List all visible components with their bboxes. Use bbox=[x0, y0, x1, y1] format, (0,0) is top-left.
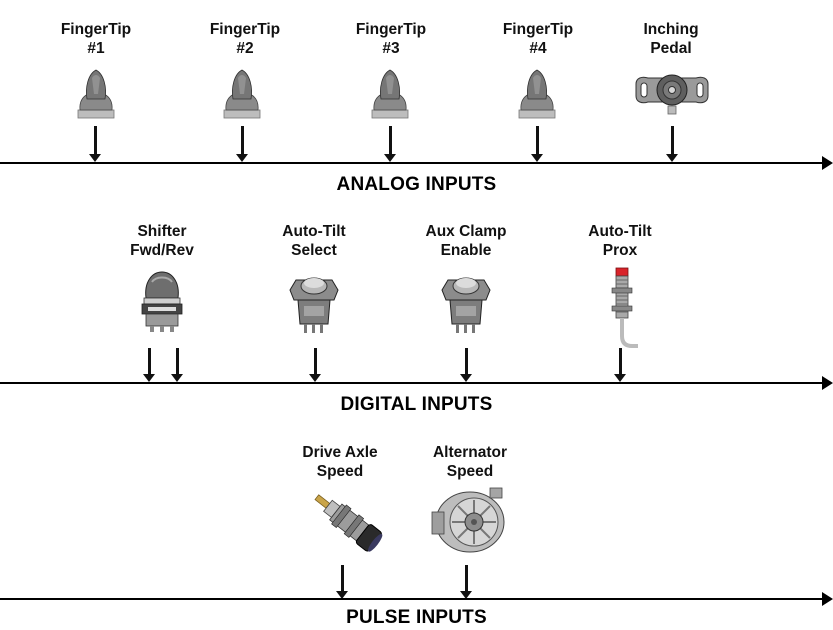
signal-arrow bbox=[460, 348, 472, 382]
signal-arrow bbox=[89, 126, 101, 162]
pulse-bus-arrowhead bbox=[822, 592, 833, 606]
fingertip-joystick-icon bbox=[370, 66, 410, 122]
fingertip-joystick-icon bbox=[76, 66, 116, 122]
alternator-speed-label: Alternator Speed bbox=[432, 444, 508, 480]
signal-arrow bbox=[460, 565, 472, 599]
fingertip-4-label: FingerTip #4 bbox=[502, 21, 574, 57]
pushbutton-switch-icon bbox=[284, 272, 344, 340]
pushbutton-switch-icon bbox=[436, 272, 496, 340]
analog-bus-line bbox=[0, 162, 824, 164]
auto-tilt-select-label: Auto-Tilt Select bbox=[282, 223, 346, 259]
fingertip-joystick-icon bbox=[517, 66, 557, 122]
signal-arrow bbox=[336, 565, 348, 599]
aux-clamp-enable-label: Aux Clamp Enable bbox=[425, 223, 507, 259]
signal-arrow bbox=[666, 126, 678, 162]
shifter-label: Shifter Fwd/Rev bbox=[130, 223, 194, 259]
fingertip-joystick-icon bbox=[222, 66, 262, 122]
pulse-inputs-title: PULSE INPUTS bbox=[346, 607, 487, 628]
inching-pedal-sensor-icon bbox=[632, 70, 712, 122]
analog-bus-arrowhead bbox=[822, 156, 833, 170]
fingertip-2-label: FingerTip #2 bbox=[209, 21, 281, 57]
fingertip-3-label: FingerTip #3 bbox=[355, 21, 427, 57]
pulse-bus-line bbox=[0, 598, 824, 600]
signal-arrow bbox=[384, 126, 396, 162]
analog-inputs-title: ANALOG INPUTS bbox=[336, 174, 497, 195]
signal-arrow bbox=[236, 126, 248, 162]
auto-tilt-prox-label: Auto-Tilt Prox bbox=[588, 223, 652, 259]
signal-arrow bbox=[143, 348, 155, 382]
drive-axle-speed-label: Drive Axle Speed bbox=[302, 444, 378, 480]
alternator-icon bbox=[428, 484, 510, 558]
inching-pedal-label: Inching Pedal bbox=[643, 21, 699, 57]
digital-inputs-title: DIGITAL INPUTS bbox=[340, 394, 493, 415]
signal-arrow bbox=[171, 348, 183, 382]
fingertip-1-label: FingerTip #1 bbox=[60, 21, 132, 57]
signal-arrow bbox=[309, 348, 321, 382]
digital-bus-line bbox=[0, 382, 824, 384]
speed-sensor-icon bbox=[306, 487, 388, 557]
digital-bus-arrowhead bbox=[822, 376, 833, 390]
signal-arrow bbox=[531, 126, 543, 162]
signal-arrow bbox=[614, 348, 626, 382]
shifter-switch-icon bbox=[138, 268, 186, 336]
proximity-sensor-icon bbox=[606, 266, 640, 354]
